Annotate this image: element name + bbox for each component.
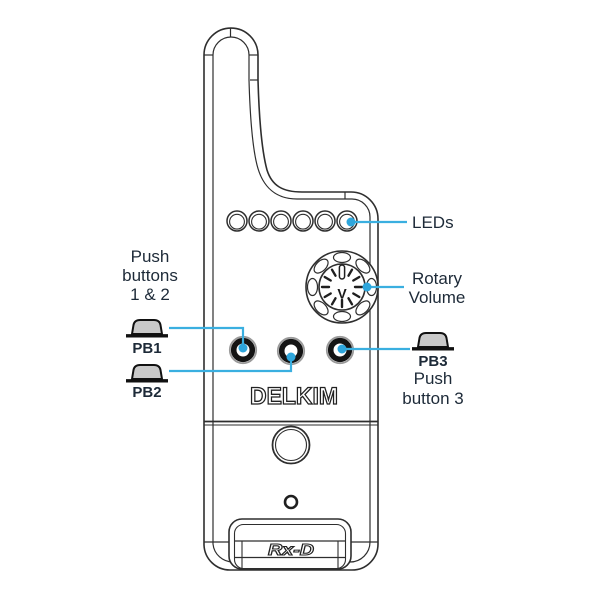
callout-rotary-dot xyxy=(362,282,372,292)
callouts xyxy=(169,220,410,373)
dial-pointer-slot xyxy=(338,264,346,280)
pb3-button-icon xyxy=(412,332,454,351)
small-hole xyxy=(283,494,299,510)
label-push-button-3: Push button 3 xyxy=(402,369,464,408)
callout-leds-dot xyxy=(346,217,356,227)
callout-dots xyxy=(238,217,372,362)
device-inner-outline xyxy=(212,36,371,563)
callout-pb3-dot xyxy=(337,344,347,354)
led-5 xyxy=(314,210,336,232)
label-pb2: PB2 xyxy=(132,384,162,401)
label-pb3: PB3 xyxy=(418,353,448,370)
callout-pb1-dot xyxy=(238,343,248,353)
label-leds: LEDs xyxy=(412,213,454,232)
label-push-buttons-1-2: Push buttons 1 & 2 xyxy=(122,247,178,304)
dial-letter: V xyxy=(337,286,347,302)
led-2 xyxy=(248,210,270,232)
stand-bracket: Rx-D xyxy=(228,518,352,570)
led-3 xyxy=(270,210,292,232)
callout-pb1-line xyxy=(169,326,245,348)
label-leds-text: LEDs xyxy=(412,213,454,232)
pb1-button-icon xyxy=(126,319,168,338)
led-4 xyxy=(292,210,314,232)
label-rotary-volume: Rotary Volume xyxy=(408,269,466,307)
dial-knurl-scallops xyxy=(306,251,378,323)
brand-logo-text: DELKIM xyxy=(250,383,338,410)
callout-pb2-line xyxy=(169,357,293,373)
push-button-2 xyxy=(276,336,306,366)
pb2-button-icon xyxy=(126,364,168,383)
led-1 xyxy=(226,210,248,232)
model-text: Rx-D xyxy=(268,542,315,559)
divider-line xyxy=(204,420,378,426)
device-outline xyxy=(203,27,379,571)
dial-tick-marks xyxy=(320,268,364,309)
label-pb1: PB1 xyxy=(132,340,162,357)
speaker-circle xyxy=(271,425,311,465)
callout-pb2-dot xyxy=(286,352,296,362)
outline-seam-ticks xyxy=(204,28,346,199)
